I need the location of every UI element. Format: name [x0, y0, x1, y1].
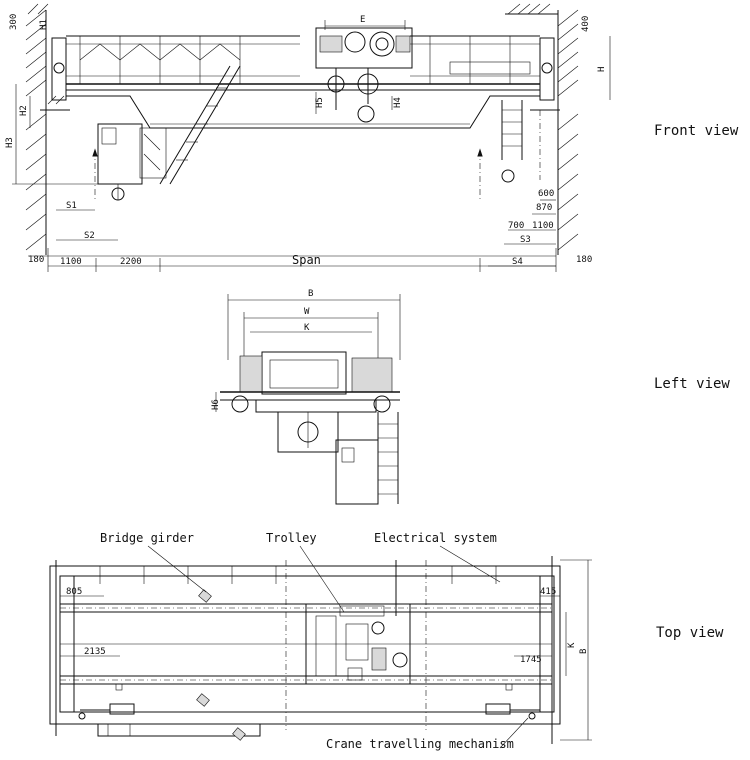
dim-top-left: 300: [9, 14, 19, 30]
top-walkway: [97, 723, 261, 737]
dim-B-top: B: [579, 649, 589, 654]
dim-H4: H4: [393, 97, 403, 108]
dim-W: W: [304, 307, 310, 317]
dim-1100-left: 1100: [60, 257, 82, 267]
dim-600: 600: [538, 189, 554, 199]
right-wall-hatch: [27, 3, 579, 255]
dim-E: E: [360, 15, 365, 25]
dim-870: 870: [536, 203, 552, 213]
hook-marker-left: [92, 148, 98, 157]
dim-K-left: K: [304, 323, 310, 333]
drive-left: [109, 703, 135, 715]
dim-top-right: 400: [581, 16, 591, 32]
dim-H1: H1: [39, 19, 49, 30]
dim-S3: S3: [520, 235, 531, 245]
label-left-view: Left view: [654, 376, 730, 392]
front-girder: [66, 75, 540, 129]
front-right-ladder: [501, 100, 541, 183]
right-wheel: [541, 62, 553, 74]
leader-electrical: [439, 545, 501, 583]
operator-cab: [97, 123, 167, 201]
front-view: 300 400 E H H1 H2 H3 H4 H5 S1 S2 S3 S4 1…: [5, 3, 611, 272]
front-stairs: [159, 65, 241, 185]
dim-S2: S2: [84, 231, 95, 241]
dim-H2: H2: [19, 105, 29, 116]
leader-crane-travel: [499, 717, 529, 749]
leader-trolley: [299, 545, 345, 613]
leader-bridge-girder: [147, 545, 207, 593]
label-crane-travelling: Crane travelling mechanism: [326, 737, 514, 751]
dim-415: 415: [540, 587, 556, 597]
label-front-view: Front view: [654, 123, 739, 139]
label-electrical-system: Electrical system: [374, 531, 497, 545]
dim-2200: 2200: [120, 257, 142, 267]
top-trolley: [305, 603, 411, 685]
left-view: [215, 294, 401, 505]
left-wall-hatch: [25, 9, 70, 255]
dim-805: 805: [66, 587, 82, 597]
left-end-carriage: [51, 37, 67, 101]
dim-1100-right: 1100: [532, 221, 554, 231]
left-wheel: [53, 62, 65, 74]
dim-2135: 2135: [84, 647, 106, 657]
dim-S4: S4: [512, 257, 523, 267]
front-railing: [66, 35, 540, 84]
dim-H3: H3: [5, 137, 15, 148]
drive-right: [485, 703, 511, 715]
right-end-carriage: [539, 37, 555, 101]
label-top-view: Top view: [656, 625, 724, 641]
top-view: [49, 545, 592, 749]
dim-180-right: 180: [576, 255, 592, 265]
dim-H: H: [597, 67, 607, 72]
left-end-truck: [59, 575, 75, 713]
dim-700: 700: [508, 221, 524, 231]
dim-B-left: B: [308, 289, 313, 299]
label-trolley: Trolley: [266, 531, 317, 545]
right-end-truck: [539, 575, 555, 713]
dim-span: Span: [292, 253, 321, 267]
dim-H6: H6: [211, 399, 221, 410]
front-dimensions: [12, 20, 611, 272]
hook-marker-right: [477, 148, 483, 157]
dim-H5: H5: [315, 97, 325, 108]
dim-K-top: K: [567, 642, 577, 648]
dim-180-left: 180: [28, 255, 44, 265]
dim-S1: S1: [66, 201, 77, 211]
dim-1745: 1745: [520, 655, 542, 665]
label-bridge-girder: Bridge girder: [100, 531, 194, 545]
top-outline: [49, 565, 561, 725]
front-trolley: [315, 27, 413, 123]
